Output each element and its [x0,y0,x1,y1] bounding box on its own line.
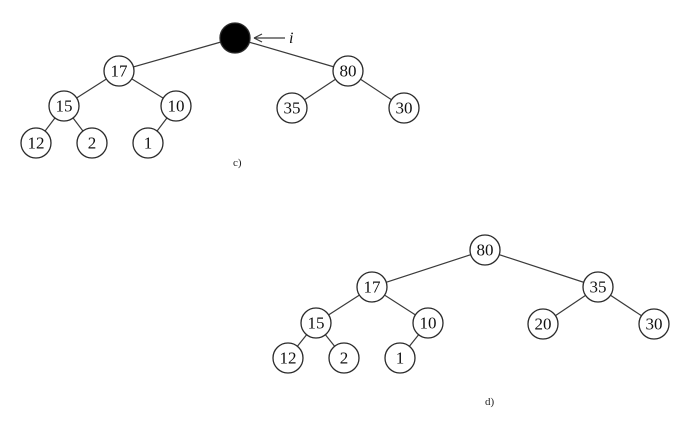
node-c-10: 10 [160,90,192,122]
node-c-12: 12 [20,127,52,159]
node-c-root-circle [219,22,251,54]
caption-d: d) [485,396,495,408]
node-c-10-circle [160,90,192,122]
edge-d-80-35 [484,249,599,288]
node-c-15-label: 15 [56,97,73,116]
node-d-12-circle [272,342,304,374]
node-c-12-circle [20,127,52,159]
pointer-arrow-i: i [253,30,293,47]
node-d-1: 1 [384,342,416,374]
node-c-12-label: 12 [28,134,45,153]
node-d-35-circle [582,271,614,303]
node-c-10-label: 10 [168,97,185,116]
node-c-1-label: 1 [144,134,153,153]
tree-d-edges [287,249,655,359]
node-c-30-circle [388,92,420,124]
node-c-15-circle [48,90,80,122]
node-d-2-label: 2 [340,349,349,368]
tree-c-edges [35,37,405,144]
node-d-1-circle [384,342,416,374]
node-d-15-label: 15 [308,314,325,333]
pointer-head-top [253,33,263,39]
node-d-35-label: 35 [590,278,607,297]
node-d-20-label: 20 [535,315,552,334]
node-c-1: 1 [132,127,164,159]
node-c-2-circle [76,127,108,159]
node-d-12: 12 [272,342,304,374]
node-c-root [219,22,251,54]
tree-d: 80 17 35 15 10 20 [272,234,670,408]
node-d-30-circle [638,308,670,340]
edge-c-root-17 [118,37,236,72]
node-c-2-label: 2 [88,134,97,153]
caption-c: c) [233,157,242,169]
node-c-35-circle [276,92,308,124]
node-c-35-label: 35 [284,99,301,118]
node-d-10-label: 10 [420,314,437,333]
node-d-20-circle [527,308,559,340]
node-c-80-circle [332,55,364,87]
node-d-17-label: 17 [364,278,382,297]
tree-c-nodes: 17 80 15 10 35 30 [20,22,420,159]
node-c-30: 30 [388,92,420,124]
node-d-35: 35 [582,271,614,303]
node-c-30-label: 30 [396,99,413,118]
tree-d-nodes: 80 17 35 15 10 20 [272,234,670,374]
node-c-15: 15 [48,90,80,122]
edge-d-80-17 [371,249,486,288]
node-c-17: 17 [103,55,135,87]
edge-c-root-80 [234,37,349,72]
node-d-10-circle [412,307,444,339]
node-d-12-label: 12 [280,349,297,368]
node-d-30-label: 30 [646,315,663,334]
node-c-80-label: 80 [340,62,357,81]
node-d-17-circle [356,271,388,303]
node-d-1-label: 1 [396,349,405,368]
node-d-10: 10 [412,307,444,339]
node-d-80: 80 [469,234,501,266]
pointer-label-i: i [289,30,293,47]
node-c-35: 35 [276,92,308,124]
node-c-80: 80 [332,55,364,87]
node-d-20: 20 [527,308,559,340]
tree-c: i 17 80 15 10 35 [20,22,420,169]
node-d-2-circle [328,342,360,374]
node-d-2: 2 [328,342,360,374]
node-d-80-circle [469,234,501,266]
node-c-17-label: 17 [111,62,129,81]
pointer-head-bottom [253,37,263,43]
node-d-30: 30 [638,308,670,340]
node-d-17: 17 [356,271,388,303]
node-c-2: 2 [76,127,108,159]
node-c-17-circle [103,55,135,87]
node-d-80-label: 80 [477,241,494,260]
node-d-15-circle [300,307,332,339]
node-d-15: 15 [300,307,332,339]
node-c-1-circle [132,127,164,159]
